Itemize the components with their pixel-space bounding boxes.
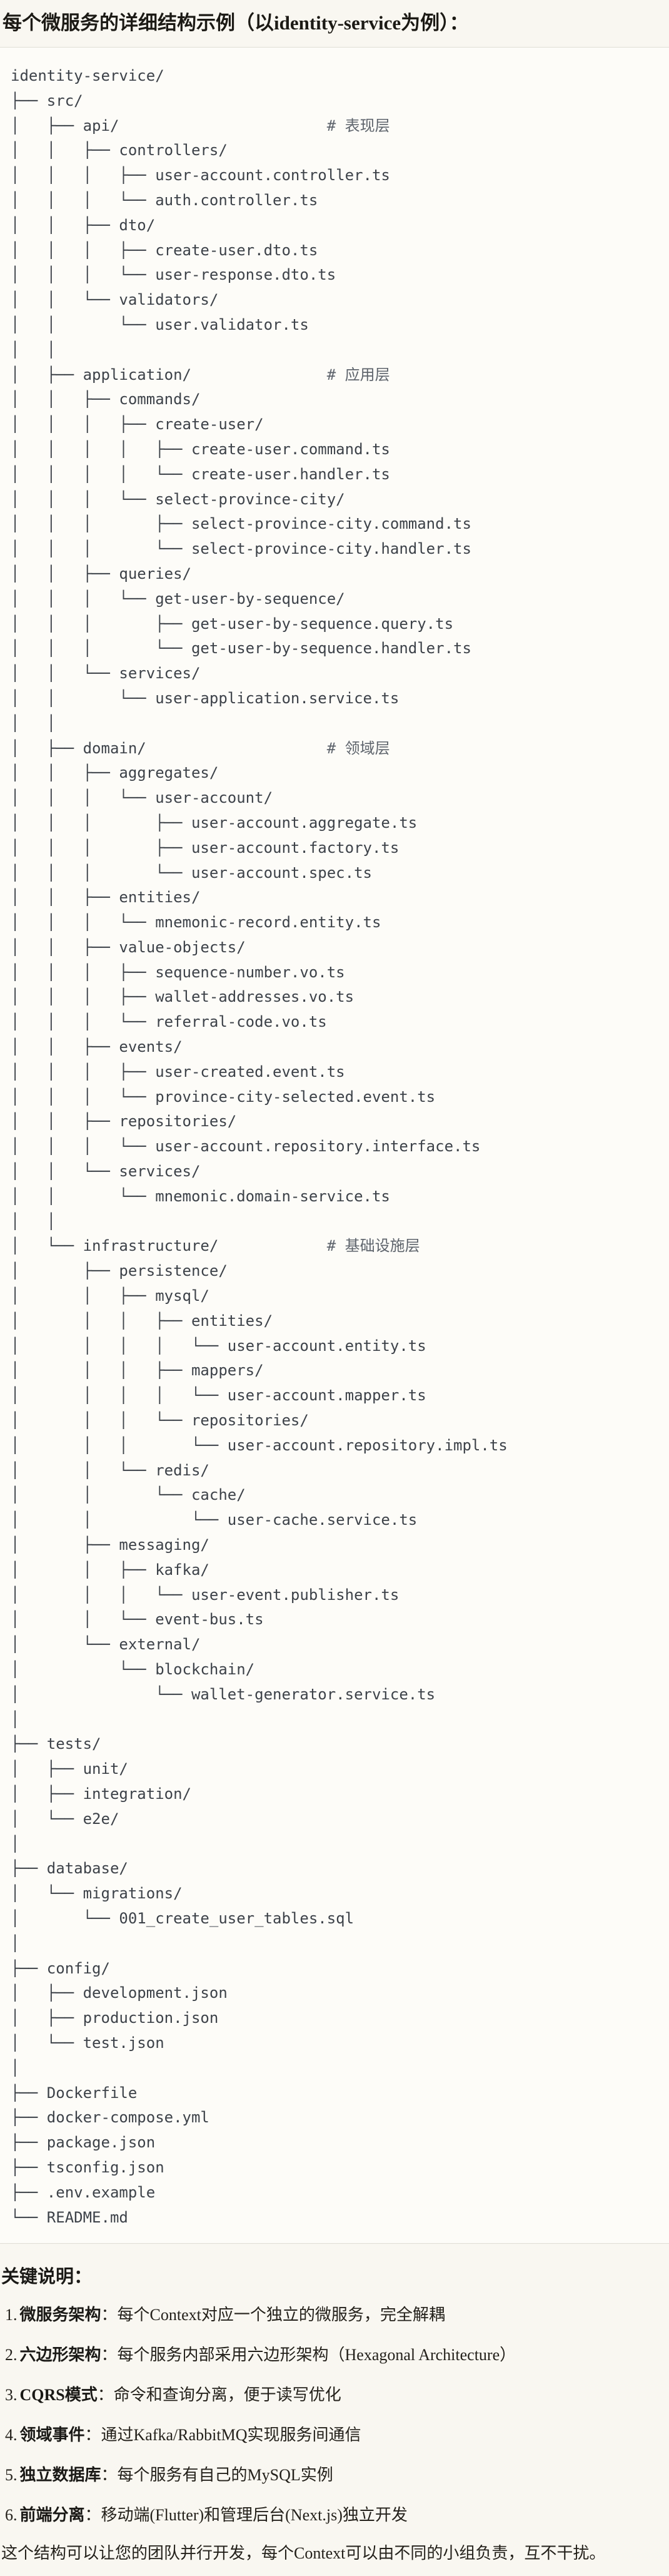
note-number: 4.: [5, 2426, 18, 2445]
note-item: 4.领域事件：通过Kafka/RabbitMQ实现服务间通信: [5, 2415, 669, 2455]
note-number: 6.: [5, 2506, 18, 2525]
note-number: 2.: [5, 2346, 18, 2365]
note-item: 1.微服务架构：每个Context对应一个独立的微服务，完全解耦: [5, 2295, 669, 2335]
closing-note: 这个结构可以让您的团队并行开发，每个Context可以由不同的小组负责，互不干扰…: [1, 2544, 606, 2563]
note-text: ：移动端(Flutter)和管理后台(Next.js)独立开发: [84, 2506, 408, 2525]
tree-comment: # 基础设施层: [326, 1237, 420, 1255]
note-label: 微服务架构: [19, 2306, 101, 2324]
tree-comment: # 表现层: [326, 116, 390, 135]
note-text: ：通过Kafka/RabbitMQ实现服务间通信: [84, 2426, 361, 2445]
note-item: 3.CQRS模式：命令和查询分离，便于读写优化: [5, 2375, 669, 2415]
tree-comment: # 应用层: [326, 365, 390, 384]
code-block: identity-service/ ├── src/ │ ├── api/ # …: [0, 47, 669, 2244]
note-item: 6.前端分离：移动端(Flutter)和管理后台(Next.js)独立开发: [5, 2495, 669, 2535]
page-title: 每个微服务的详细结构示例（以identity-service为例）：: [3, 12, 469, 34]
note-number: 3.: [5, 2386, 18, 2405]
note-item: 5.独立数据库：每个服务有自己的MySQL实例: [5, 2455, 669, 2495]
file-tree: identity-service/ ├── src/ │ ├── api/ # …: [11, 67, 508, 2226]
note-item: 2.六边形架构：每个服务内部采用六边形架构（Hexagonal Architec…: [5, 2335, 669, 2375]
note-number: 1.: [5, 2306, 18, 2324]
note-label: CQRS模式: [19, 2386, 98, 2405]
note-label: 六边形架构: [19, 2346, 101, 2365]
note-label: 领域事件: [19, 2426, 85, 2445]
note-text: ：每个服务有自己的MySQL实例: [101, 2466, 333, 2485]
note-text: ：每个服务内部采用六边形架构（Hexagonal Architecture）: [101, 2346, 516, 2365]
note-number: 5.: [5, 2466, 18, 2485]
notes-heading: 关键说明：: [1, 2267, 93, 2288]
note-text: ：每个Context对应一个独立的微服务，完全解耦: [101, 2306, 445, 2324]
note-text: ：命令和查询分离，便于读写优化: [97, 2386, 341, 2405]
tree-comment: # 领域层: [326, 739, 390, 757]
note-label: 独立数据库: [19, 2466, 101, 2485]
note-label: 前端分离: [19, 2506, 85, 2525]
